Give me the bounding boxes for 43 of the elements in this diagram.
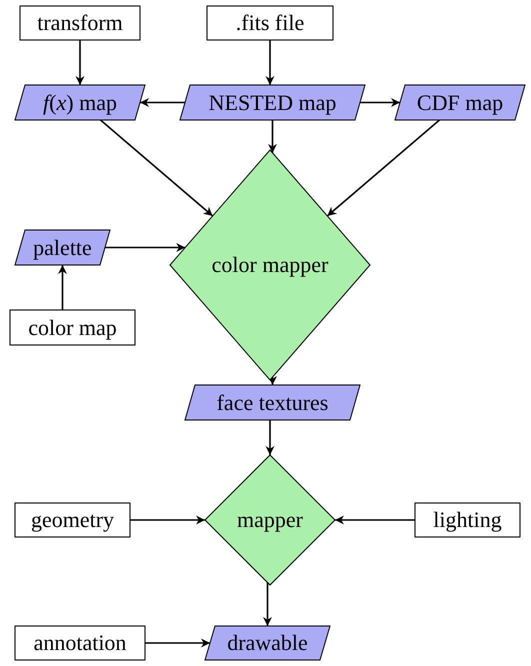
arrow	[326, 119, 440, 217]
arrow	[268, 120, 277, 153]
arrow	[335, 516, 415, 524]
process-box	[15, 626, 145, 660]
node-label: f(x) map	[43, 90, 117, 116]
node-label: drawable	[227, 630, 308, 656]
data-parallelogram	[15, 230, 110, 265]
arrow	[145, 638, 210, 648]
decision-diamond	[170, 150, 370, 380]
data-parallelogram	[395, 85, 525, 120]
arrow	[268, 376, 277, 385]
node-label: annotation	[34, 630, 126, 656]
arrow	[100, 119, 214, 217]
process-box	[20, 6, 140, 40]
node-label: geometry	[30, 507, 114, 533]
arrow	[266, 420, 274, 455]
data-parallelogram	[185, 385, 360, 420]
node-label: .fits file	[236, 10, 304, 36]
arrow	[266, 40, 274, 85]
data-parallelogram	[205, 626, 330, 660]
arrow	[105, 243, 186, 252]
data-parallelogram	[180, 85, 365, 120]
arrow	[58, 265, 67, 310]
arrow	[76, 40, 84, 85]
process-box	[10, 310, 135, 345]
arrow	[140, 98, 185, 107]
process-box	[15, 503, 130, 537]
node-label: face textures	[216, 390, 328, 416]
arrow	[360, 98, 400, 107]
decision-diamond	[205, 455, 335, 585]
node-label: NESTED map	[208, 90, 336, 116]
node-label: color map	[28, 314, 117, 340]
node-label: CDF map	[416, 90, 504, 116]
process-box	[415, 503, 520, 537]
node-label: lighting	[433, 507, 502, 533]
process-box	[207, 6, 333, 40]
node-label: mapper	[237, 507, 303, 533]
arrow	[263, 582, 272, 626]
arrow	[130, 516, 205, 524]
data-parallelogram	[15, 85, 145, 120]
node-label: color mapper	[212, 252, 328, 278]
node-label: transform	[37, 10, 123, 36]
node-label: palette	[33, 234, 92, 260]
